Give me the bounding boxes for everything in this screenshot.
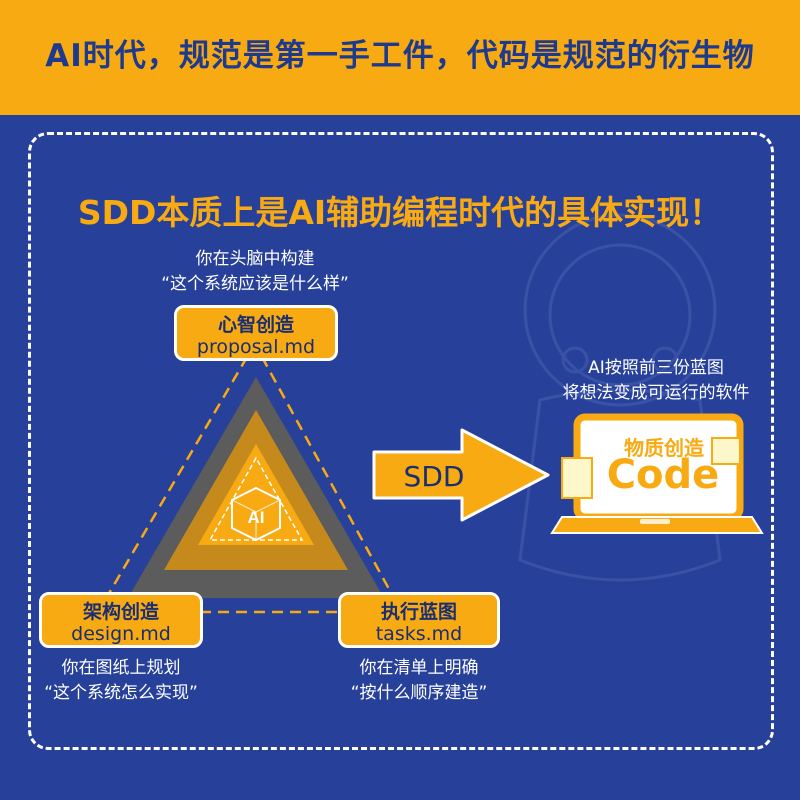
note-right bbox=[711, 437, 741, 465]
right-caption-line-1: 你在清单上明确 bbox=[359, 658, 479, 678]
connector-top-right bbox=[260, 356, 397, 601]
top-caption-line-2: “这个系统应该是什么样” bbox=[161, 274, 349, 294]
top-caption: 你在头脑中构建 “这个系统应该是什么样” bbox=[150, 247, 360, 297]
left-caption: 你在图纸上规划 “这个系统怎么实现” bbox=[16, 656, 226, 706]
tasks-file: tasks.md bbox=[375, 623, 463, 645]
right-caption-line-2: “按什么顺序建造” bbox=[350, 683, 488, 703]
header-title: AI时代，规范是第一手工件，代码是规范的衍生物 bbox=[45, 38, 755, 74]
output-code: Code bbox=[606, 452, 720, 498]
output-caption: AI按照前三份蓝图 将想法变成可运行的软件 bbox=[536, 356, 776, 406]
tasks-title: 执行蓝图 bbox=[380, 601, 457, 623]
laptop-icon bbox=[550, 413, 764, 534]
arrow-label: SDD bbox=[403, 460, 465, 493]
connector-top-left bbox=[102, 356, 249, 603]
design-node: 架构创造 design.md bbox=[39, 592, 203, 648]
left-caption-line-1: 你在图纸上规划 bbox=[61, 658, 181, 678]
output-caption-line-1: AI按照前三份蓝图 bbox=[588, 358, 724, 378]
output-caption-line-2: 将想法变成可运行的软件 bbox=[562, 383, 750, 403]
design-file: design.md bbox=[71, 623, 171, 645]
ai-cube-icon bbox=[231, 486, 281, 542]
subtitle: SDD本质上是AI辅助编程时代的具体实现！ bbox=[77, 193, 723, 232]
proposal-title: 心智创造 bbox=[217, 314, 294, 336]
proposal-node: 心智创造 proposal.md bbox=[174, 305, 338, 361]
tasks-node: 执行蓝图 tasks.md bbox=[338, 592, 500, 648]
left-caption-line-2: “这个系统怎么实现” bbox=[44, 683, 198, 703]
sdd-arrow bbox=[372, 428, 550, 522]
output-title: 物质创造 bbox=[624, 436, 704, 460]
proposal-file: proposal.md bbox=[196, 336, 316, 358]
dashed-frame bbox=[28, 132, 774, 750]
design-title: 架构创造 bbox=[82, 601, 159, 623]
right-caption: 你在清单上明确 “按什么顺序建造” bbox=[314, 656, 524, 706]
header-banner: AI时代，规范是第一手工件，代码是规范的衍生物 bbox=[0, 0, 800, 115]
ai-badge-text: AI bbox=[248, 508, 265, 527]
note-left bbox=[561, 457, 593, 499]
top-caption-line-1: 你在头脑中构建 bbox=[195, 249, 315, 269]
